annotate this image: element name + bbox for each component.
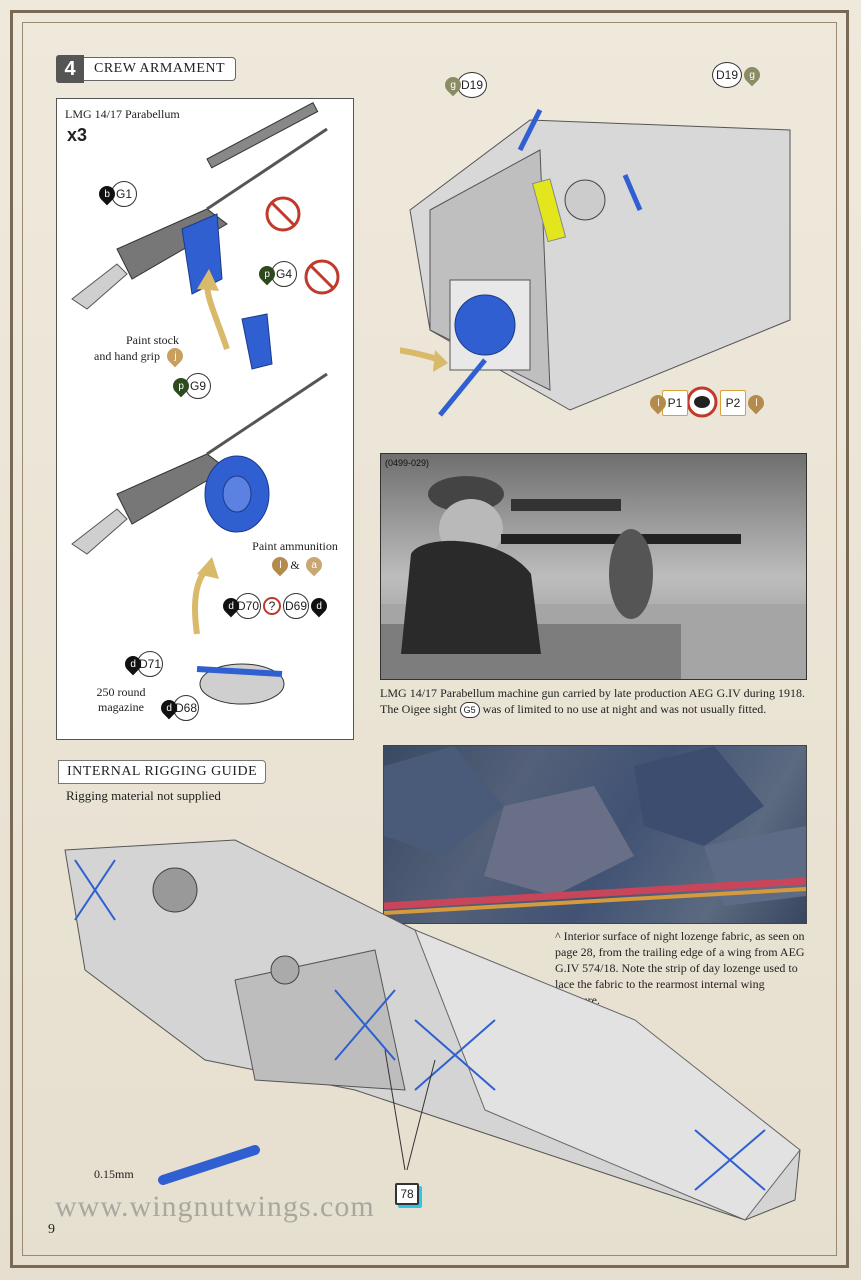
- paint-stock-note: Paint stock and hand grip j: [87, 333, 187, 368]
- fuselage-illustration: [64, 839, 801, 1221]
- rigging-wire-sample: [158, 1145, 260, 1185]
- gun-assembly-panel: LMG 14/17 Parabellum x3: [56, 98, 354, 740]
- rigging-title: INTERNAL RIGGING GUIDE: [58, 760, 267, 784]
- callout-P2: P2 l: [720, 390, 768, 416]
- part-G9: p G9: [169, 373, 211, 399]
- part-D71: d D71: [121, 651, 163, 677]
- part-D68: d D68: [157, 695, 199, 721]
- wire-size-label: 0.15mm: [94, 1167, 134, 1181]
- callout-D19-right: D19 g: [712, 62, 764, 88]
- watermark: www.wingnutwings.com: [55, 1190, 375, 1223]
- photo-scene: [381, 476, 806, 679]
- part-ref-G5: G5: [459, 702, 480, 719]
- step-header: 4 CREW ARMAMENT: [56, 55, 237, 83]
- part-G1: b G1: [95, 181, 137, 207]
- gun-upper-drawing: [71, 101, 328, 310]
- part-unknown-icon: ?: [263, 597, 281, 615]
- step-title: CREW ARMAMENT: [84, 57, 237, 81]
- page-border-inner: [22, 22, 837, 1256]
- gun-lower-drawing: [71, 372, 328, 555]
- paint-drop-icon: l: [269, 553, 292, 577]
- photo-caption: LMG 14/17 Parabellum machine gun carried…: [380, 685, 805, 719]
- magazine-note: 250 round magazine: [96, 685, 146, 714]
- page-number: 9: [48, 1222, 55, 1237]
- gun-illustration: [71, 101, 340, 705]
- fabric-pattern: [384, 746, 806, 915]
- callout-P1: l P1: [646, 390, 688, 416]
- rigging-note: Rigging material not supplied: [66, 788, 221, 803]
- part-G4: p G4: [255, 261, 297, 287]
- step-number: 4: [56, 55, 84, 83]
- lozenge-fabric-photo: [383, 745, 807, 924]
- rigging-part-ref: 78: [395, 1183, 419, 1205]
- gun-title: LMG 14/17 Parabellum: [65, 107, 180, 121]
- callout-D19-left: g D19: [441, 72, 487, 98]
- part-D70: d D70 ? D69 d: [219, 593, 331, 619]
- photo-ref: (0499-029): [385, 458, 430, 468]
- paint-ammo-note: Paint ammunition l & a: [245, 539, 345, 577]
- fabric-caption: ^ Interior surface of night lozenge fabr…: [555, 929, 805, 1007]
- cockpit-illustration: [400, 108, 791, 418]
- historical-photo: (0499-029): [380, 453, 807, 680]
- page-border: [10, 10, 849, 1268]
- paint-drop-icon: a: [302, 553, 325, 577]
- gun-quantity: x3: [67, 125, 88, 145]
